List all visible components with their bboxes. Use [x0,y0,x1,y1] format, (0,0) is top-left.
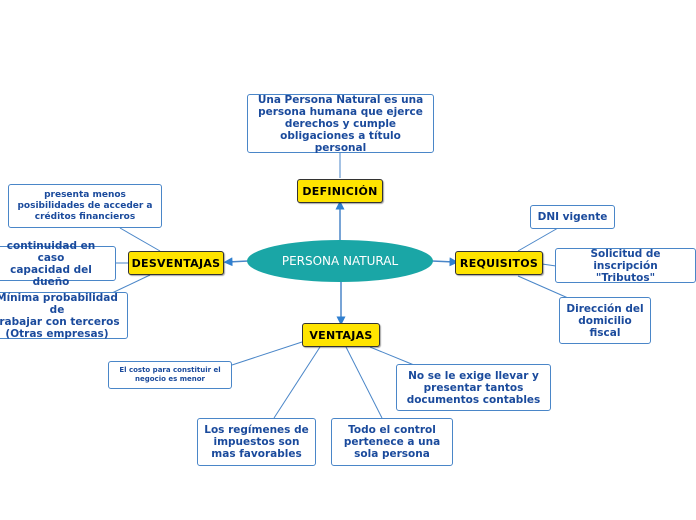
leaf-minima-label: Mínima probabilidad de trabajar con terc… [0,291,120,340]
link-central-desventajas [223,257,249,267]
central-label: PERSONA NATURAL [281,254,399,268]
leaf-continuidad[interactable]: continuidad en caso capacidad del dueño [0,240,116,288]
link-ventajas-documentos [369,346,415,366]
leaf-creditos-label: presenta menos posibilidades de acceder … [17,189,153,222]
leaf-costo-label: El costo para constituir el negocio es m… [119,366,221,383]
leaf-minima[interactable]: Mínima probabilidad de trabajar con terc… [0,291,128,340]
leaf-creditos[interactable]: presenta menos posibilidades de acceder … [8,184,162,228]
branch-desventajas-label: DESVENTAJAS [131,256,221,270]
link-requisitos-domicilio [517,275,569,299]
branch-ventajas-label: VENTAJAS [309,328,373,342]
link-ventajas-control [345,346,383,419]
central-node[interactable]: PERSONA NATURAL [247,240,433,282]
leaf-definicion-text[interactable]: Una Persona Natural es una persona human… [247,93,434,154]
branch-ventajas[interactable]: VENTAJAS [302,323,380,347]
link-requisitos-dni [517,227,559,252]
leaf-documentos[interactable]: No se le exige llevar y presentar tantos… [396,364,551,411]
leaf-regimenes[interactable]: Los regímenes de impuestos son mas favor… [197,418,316,466]
branch-definicion-label: DEFINICIÓN [302,184,378,198]
leaf-control-label: Todo el control pertenece a una sola per… [343,424,441,460]
branch-desventajas[interactable]: DESVENTAJAS [128,251,224,275]
leaf-documentos-label: No se le exige llevar y presentar tantos… [406,369,541,406]
leaf-costo[interactable]: El costo para constituir el negocio es m… [108,361,232,389]
link-requisitos-inscripcion [541,263,557,267]
branch-definicion[interactable]: DEFINICIÓN [297,179,383,203]
link-desventajas-creditos [119,227,161,252]
leaf-domicilio[interactable]: Dirección del domicilio fiscal [559,297,651,344]
leaf-inscripcion-label: Solicitud de inscripción "Tributos" [590,247,661,284]
branch-requisitos-label: REQUISITOS [459,256,539,270]
link-ventajas-regimenes [273,346,321,419]
leaf-definicion-label: Una Persona Natural es una persona human… [257,93,424,154]
link-desventajas-minima [111,274,151,294]
leaf-inscripcion[interactable]: Solicitud de inscripción "Tributos" [555,247,696,284]
branch-requisitos[interactable]: REQUISITOS [455,251,543,275]
leaf-regimenes-label: Los regímenes de impuestos son mas favor… [204,424,309,460]
leaf-dni-label: DNI vigente [537,211,608,223]
leaf-control[interactable]: Todo el control pertenece a una sola per… [331,418,453,466]
link-ventajas-costo [231,341,303,366]
leaf-dni[interactable]: DNI vigente [530,205,615,229]
leaf-continuidad-label: continuidad en caso capacidad del dueño [6,239,96,288]
link-central-requisitos [431,257,459,267]
leaf-domicilio-label: Dirección del domicilio fiscal [566,302,644,339]
